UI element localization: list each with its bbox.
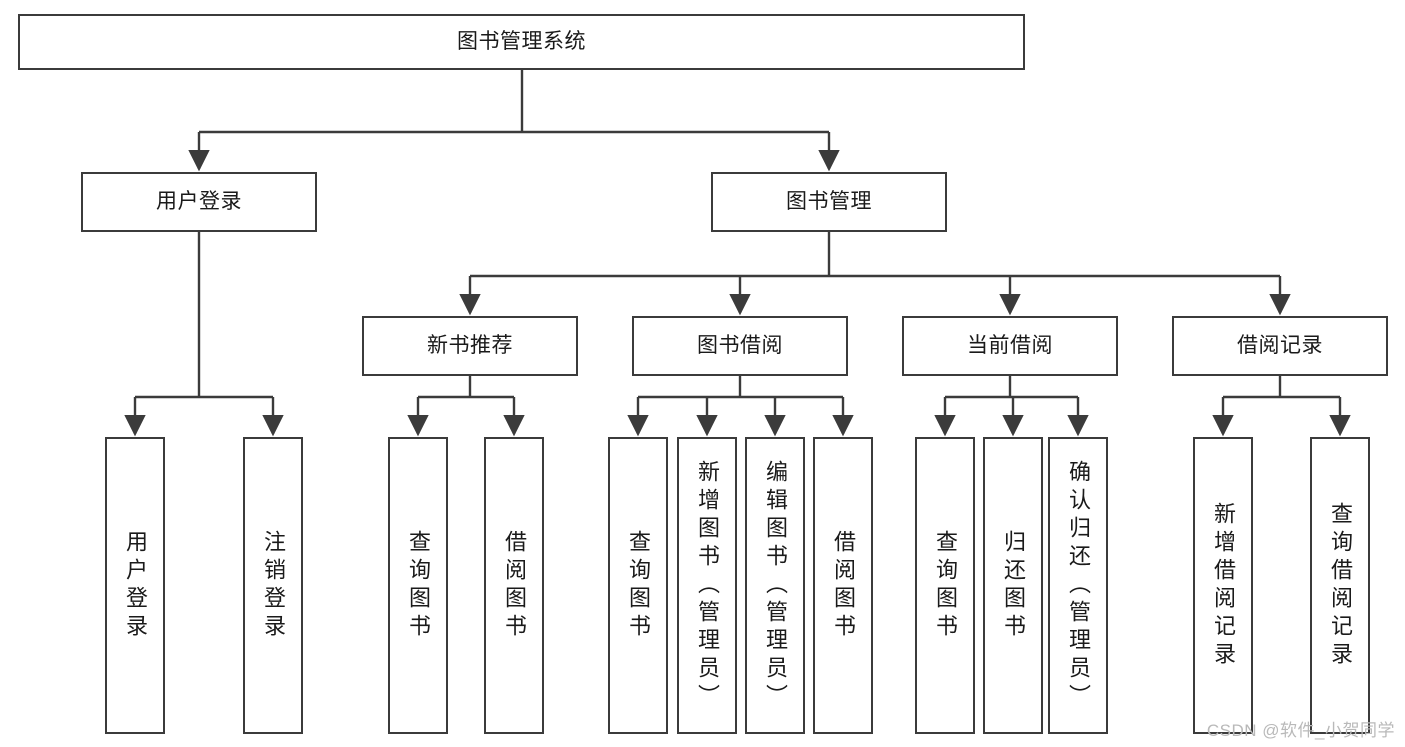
node-cu-return: 归还图书 [983, 437, 1043, 734]
node-nb-borrow: 借阅图书 [484, 437, 544, 734]
node-label: 确认归还（管理员） [1066, 459, 1091, 712]
node-label: 新增借阅记录 [1211, 501, 1236, 670]
node-root: 图书管理系统 [18, 14, 1025, 70]
node-bo-edit: 编辑图书（管理员） [745, 437, 805, 734]
node-label: 查询借阅记录 [1328, 501, 1353, 670]
node-login-in: 用户登录 [105, 437, 165, 734]
node-label: 图书管理 [786, 190, 872, 214]
node-cu-query: 查询图书 [915, 437, 975, 734]
node-bo-borrow: 借阅图书 [813, 437, 873, 734]
node-bo-add: 新增图书（管理员） [677, 437, 737, 734]
node-nb-query: 查询图书 [388, 437, 448, 734]
node-re-query: 查询借阅记录 [1310, 437, 1370, 734]
node-label: 用户登录 [156, 190, 242, 214]
node-re-add: 新增借阅记录 [1193, 437, 1253, 734]
node-label: 查询图书 [933, 529, 958, 642]
node-label: 借阅图书 [502, 529, 527, 642]
node-label: 图书管理系统 [457, 30, 586, 54]
node-records: 借阅记录 [1172, 316, 1388, 376]
node-label: 查询图书 [406, 529, 431, 642]
csdn-watermark: CSDN @软件_小贺同学 [1206, 721, 1395, 740]
node-label: 借阅记录 [1237, 334, 1323, 358]
node-label: 归还图书 [1001, 529, 1026, 642]
node-bookmgmt: 图书管理 [711, 172, 947, 232]
node-label: 当前借阅 [967, 334, 1053, 358]
node-label: 查询图书 [626, 529, 651, 642]
node-label: 用户登录 [123, 529, 148, 642]
node-label: 借阅图书 [831, 529, 856, 642]
node-label: 编辑图书（管理员） [763, 459, 788, 712]
node-newbook: 新书推荐 [362, 316, 578, 376]
node-login: 用户登录 [81, 172, 317, 232]
node-current: 当前借阅 [902, 316, 1118, 376]
node-label: 注销登录 [261, 529, 286, 642]
node-login-out: 注销登录 [243, 437, 303, 734]
node-cu-confirm: 确认归还（管理员） [1048, 437, 1108, 734]
node-label: 图书借阅 [697, 334, 783, 358]
node-label: 新书推荐 [427, 334, 513, 358]
node-borrow: 图书借阅 [632, 316, 848, 376]
node-bo-query: 查询图书 [608, 437, 668, 734]
node-label: 新增图书（管理员） [695, 459, 720, 712]
